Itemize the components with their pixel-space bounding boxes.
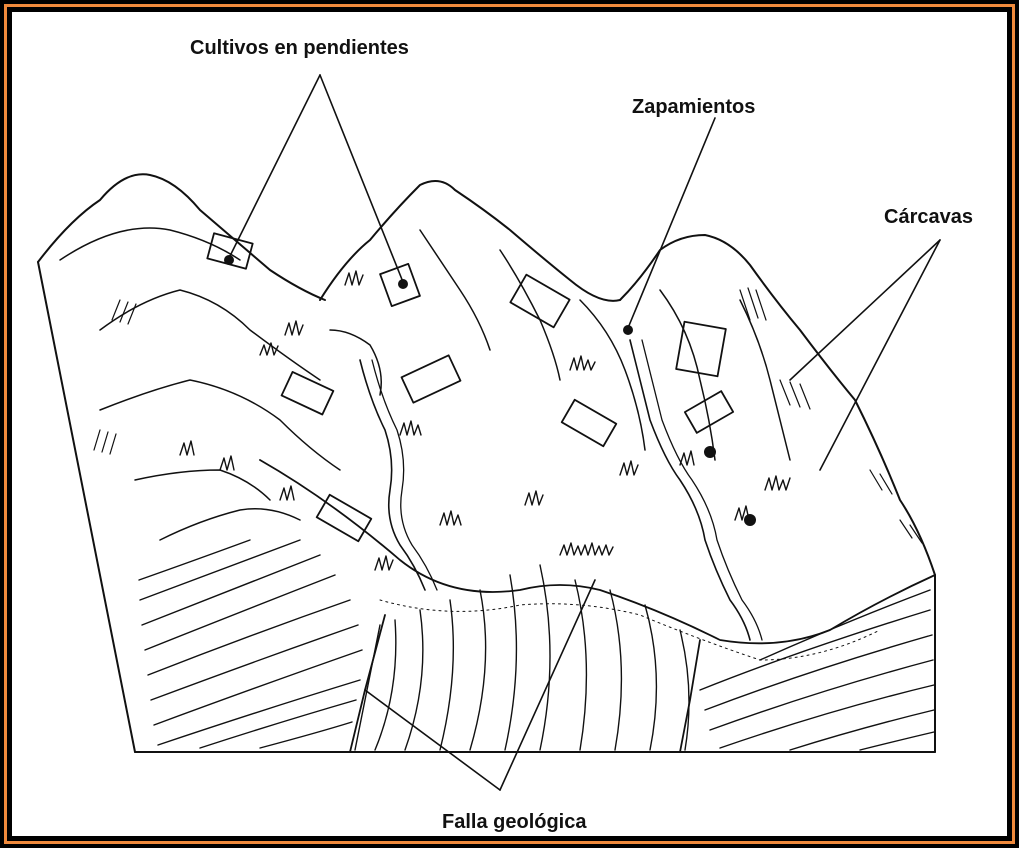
left-mountain [38, 174, 325, 300]
strata-hatching [139, 540, 934, 752]
label-falla-geologica: Falla geológica [442, 812, 586, 832]
label-zapamientos: Zapamientos [632, 97, 755, 117]
landscape-block-diagram [12, 12, 1007, 836]
right-mountain [620, 235, 935, 575]
middle-mountain [320, 181, 620, 301]
vegetation [180, 271, 790, 570]
river-left [360, 360, 425, 590]
label-cultivos-en-pendientes: Cultivos en pendientes [190, 38, 409, 58]
carcavas-marker [704, 446, 716, 458]
valley-floor [260, 460, 935, 643]
river-right [630, 340, 750, 640]
diagram-canvas: Cultivos en pendientes Zapamientos Cárca… [12, 12, 1007, 836]
leader-lines [229, 75, 940, 790]
block-left-face [38, 262, 935, 752]
label-carcavas: Cárcavas [884, 207, 973, 227]
fault-line [350, 615, 385, 752]
